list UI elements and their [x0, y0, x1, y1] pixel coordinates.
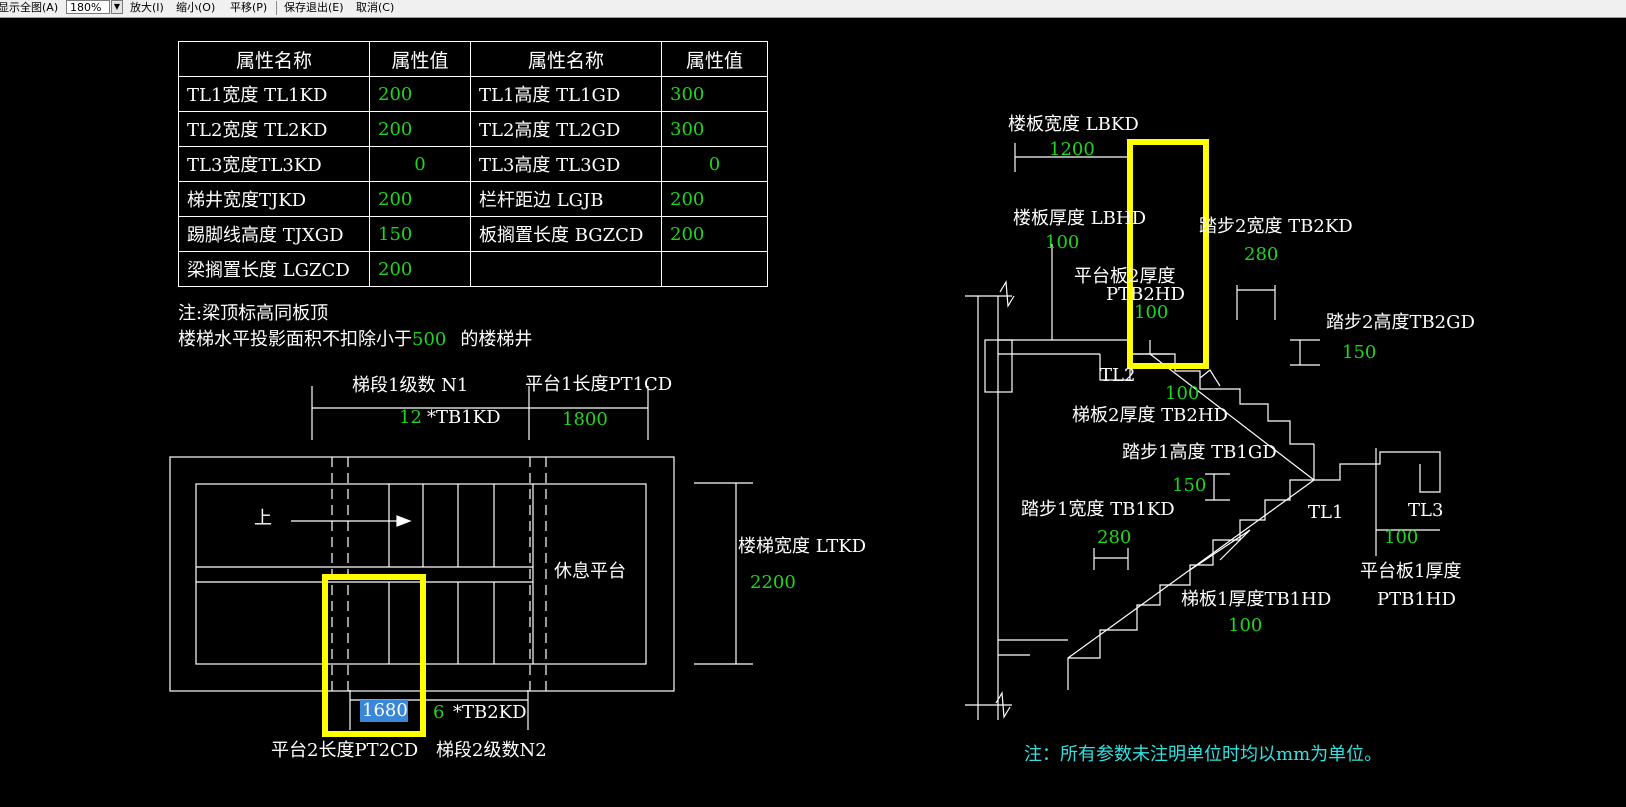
- tb1kd-suffix: *TB1KD: [427, 407, 501, 428]
- ptb2hd-value[interactable]: 100: [1134, 302, 1169, 323]
- tb2hd-label: 梯板2厚度 TB2HD: [1072, 405, 1228, 426]
- param-value[interactable]: 200: [369, 111, 471, 147]
- note-beam-top: 注:梁顶标高同板顶: [178, 303, 329, 324]
- pan-button[interactable]: 平移(P): [230, 1, 268, 14]
- param-name: TL1宽度 TL1KD: [178, 76, 370, 112]
- tb2kd-suffix: *TB2KD: [453, 702, 527, 723]
- chevron-down-icon[interactable]: ▼: [111, 0, 123, 14]
- param-value[interactable]: 200: [661, 216, 768, 252]
- tb2hd-value[interactable]: 100: [1165, 383, 1200, 404]
- parameter-table: 属性名称 属性值 属性名称 属性值 TL1宽度 TL1KD 200 TL1高度 …: [178, 41, 768, 287]
- ptb2hd-code: PTB2HD: [1106, 284, 1185, 305]
- param-value[interactable]: 150: [369, 216, 471, 252]
- tb1gd-value[interactable]: 150: [1172, 475, 1207, 496]
- table-row: 梁搁置长度 LGZCD 200: [178, 251, 768, 287]
- ptb2hd-label: 平台板2厚度: [1074, 266, 1176, 287]
- tb1kd-value[interactable]: 280: [1097, 527, 1132, 548]
- ltkd-label: 楼梯宽度 LTKD: [738, 536, 867, 557]
- param-name: TL3高度 TL3GD: [470, 146, 662, 182]
- toolbar: 显示全图(A) 180% ▼ 放大(I) 缩小(O) 平移(P) 保存退出(E)…: [0, 0, 1626, 18]
- highlight-box-pt2cd: [322, 574, 426, 737]
- tl3-label: TL3: [1408, 500, 1444, 521]
- unit-note: 注：所有参数未注明单位时均以mm为单位。: [1024, 744, 1383, 765]
- highlight-box-lbkd: [1127, 139, 1209, 369]
- ptb1hd-value[interactable]: 100: [1384, 527, 1419, 548]
- note-area: 楼梯水平投影面积不扣除小于500 的楼梯井: [178, 329, 532, 351]
- header-cell: 属性名称: [178, 41, 370, 77]
- tb1kd-label: 踏步1宽度 TB1KD: [1021, 499, 1175, 520]
- n2-value[interactable]: 6: [433, 702, 445, 723]
- tb2gd-value[interactable]: 150: [1342, 342, 1377, 363]
- n1-label: 梯段1级数 N1: [352, 375, 469, 396]
- zoom-input[interactable]: 180%: [66, 0, 110, 14]
- param-name: TL1高度 TL1GD: [470, 76, 662, 112]
- param-name: 板搁置长度 BGZCD: [470, 216, 662, 252]
- param-name: TL2宽度 TL2KD: [178, 111, 370, 147]
- tb1hd-value[interactable]: 100: [1228, 615, 1263, 636]
- param-value[interactable]: 200: [369, 251, 471, 287]
- param-name: 梯井宽度TJKD: [178, 181, 370, 217]
- ltkd-value[interactable]: 2200: [750, 572, 796, 593]
- note-area-text: 楼梯水平投影面积不扣除小于: [178, 329, 412, 350]
- zoom-in-button[interactable]: 放大(I): [130, 1, 164, 14]
- param-value: [661, 251, 768, 287]
- param-value[interactable]: 200: [369, 181, 471, 217]
- zoom-value: 180%: [70, 1, 102, 14]
- param-name: 梁搁置长度 LGZCD: [178, 251, 370, 287]
- pt2cd-input[interactable]: 1680: [360, 700, 408, 722]
- header-cell: 属性值: [369, 41, 471, 77]
- rest-platform-label: 休息平台: [554, 561, 626, 582]
- param-name: TL3宽度TL3KD: [178, 146, 370, 182]
- param-value[interactable]: 0: [661, 146, 768, 182]
- up-label: 上: [254, 508, 272, 529]
- lbhd-label: 楼板厚度 LBHD: [1013, 208, 1147, 229]
- tb1gd-label: 踏步1高度 TB1GD: [1122, 442, 1277, 463]
- param-name: TL2高度 TL2GD: [470, 111, 662, 147]
- ptb1hd-label: 平台板1厚度: [1360, 561, 1462, 582]
- tb1hd-label: 梯板1厚度TB1HD: [1181, 589, 1332, 610]
- toolbar-divider: [276, 1, 277, 15]
- n1-value[interactable]: 12: [399, 407, 422, 428]
- tl2-label: TL2: [1100, 365, 1136, 386]
- param-value[interactable]: 200: [369, 76, 471, 112]
- header-cell: 属性名称: [470, 41, 662, 77]
- param-value[interactable]: 300: [661, 111, 768, 147]
- lbkd-value[interactable]: 1200: [1049, 139, 1095, 160]
- param-value[interactable]: 300: [661, 76, 768, 112]
- tb2gd-label: 踏步2高度TB2GD: [1326, 312, 1475, 333]
- table-header-row: 属性名称 属性值 属性名称 属性值: [178, 41, 768, 77]
- table-row: TL1宽度 TL1KD 200 TL1高度 TL1GD 300: [178, 76, 768, 112]
- pt2cd-label: 平台2长度PT2CD: [271, 740, 419, 761]
- n2-label: 梯段2级数N2: [436, 740, 547, 761]
- param-name: 栏杆距边 LGJB: [470, 181, 662, 217]
- cancel-button[interactable]: 取消(C): [356, 1, 395, 14]
- table-row: TL2宽度 TL2KD 200 TL2高度 TL2GD 300: [178, 111, 768, 147]
- table-row: TL3宽度TL3KD 0 TL3高度 TL3GD 0: [178, 146, 768, 182]
- pt1cd-value[interactable]: 1800: [562, 409, 608, 430]
- tb2kd-label: 踏步2宽度 TB2KD: [1199, 216, 1353, 237]
- lbhd-value[interactable]: 100: [1045, 232, 1080, 253]
- save-exit-button[interactable]: 保存退出(E): [284, 1, 344, 14]
- zoom-out-button[interactable]: 缩小(O): [176, 1, 216, 14]
- pt1cd-label: 平台1长度PT1CD: [525, 374, 673, 395]
- tl1-label: TL1: [1308, 502, 1344, 523]
- stairwell-threshold-value[interactable]: 500: [412, 329, 447, 350]
- show-all-button[interactable]: 显示全图(A): [0, 1, 59, 14]
- lbkd-label: 楼板宽度 LBKD: [1008, 114, 1139, 135]
- ptb1hd-code: PTB1HD: [1377, 589, 1456, 610]
- note-area-suffix: 的楼梯井: [460, 329, 533, 350]
- tb2kd-value[interactable]: 280: [1244, 244, 1279, 265]
